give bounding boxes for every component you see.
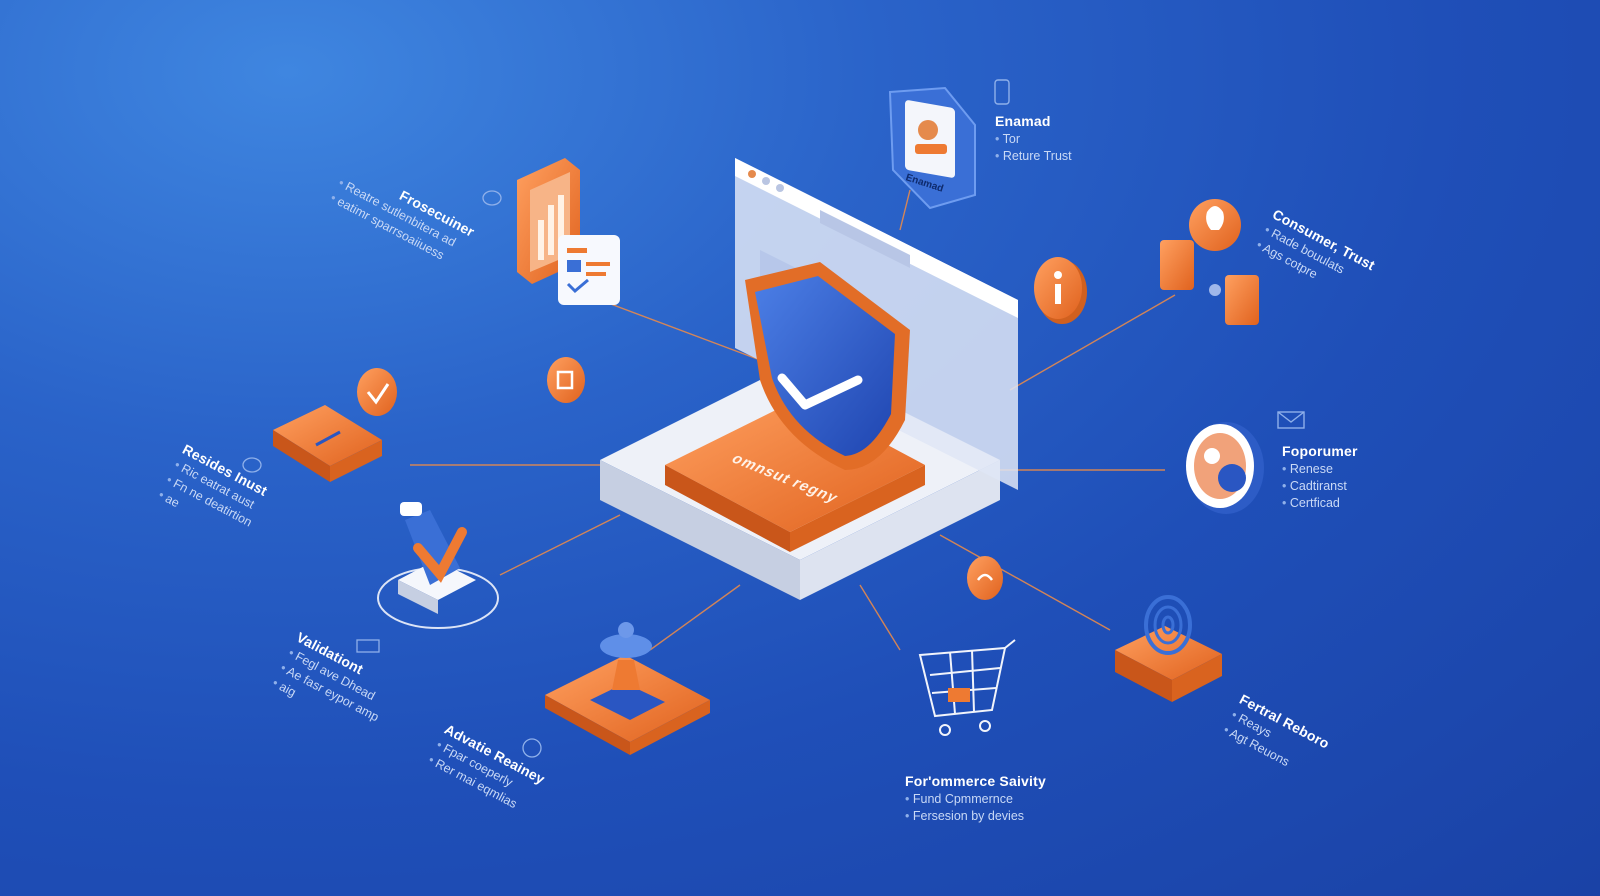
node-title: Enamad [995, 113, 1051, 129]
person-badge-icon [888, 86, 976, 210]
shield-check-icon [745, 262, 910, 470]
bottle-icon [994, 79, 1010, 105]
coin-icon-bottom [967, 556, 1003, 600]
coin-icon-left [357, 368, 397, 416]
lightbulb-gear-icon [1160, 199, 1259, 325]
info-icon [1034, 257, 1087, 324]
credit-card-icon [273, 405, 382, 482]
avatar-circle-icon [1186, 422, 1264, 514]
coin-icon-mid [547, 357, 585, 403]
node-title: For'ommerce Saivity [905, 773, 1046, 789]
node-enamad: Enamad Tor Reture Trust [995, 112, 1072, 165]
node-ecommerce: For'ommerce Saivity Fund Cpmmernce Ferse… [905, 772, 1046, 825]
fingerprint-icon [1115, 595, 1222, 702]
mail-icon [1277, 411, 1305, 429]
node-item: Tor [995, 131, 1072, 148]
connector-lines [410, 189, 1176, 651]
node-item: Cadtiranst [1282, 478, 1358, 495]
node-foporumer: Foporumer Renese Cadtiranst Certficad [1282, 442, 1358, 512]
chat-icon [242, 190, 542, 758]
node-item: Renese [1282, 461, 1358, 478]
node-item: Fersesion by devies [905, 808, 1046, 825]
node-title: Foporumer [1282, 443, 1358, 459]
node-item: Reture Trust [995, 148, 1072, 165]
node-item: Certficad [1282, 495, 1358, 512]
checkmark-icon [377, 502, 499, 629]
lamp-icon [545, 622, 710, 755]
cart-icon [918, 639, 1016, 736]
node-item: Fund Cpmmernce [905, 791, 1046, 808]
document-icon [558, 235, 620, 305]
